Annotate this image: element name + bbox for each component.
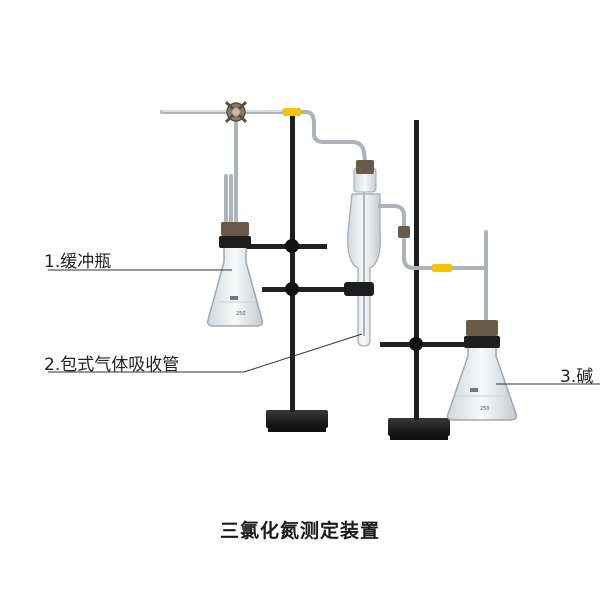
- label-absorber-tube: 2.包式气体吸收管: [44, 355, 180, 375]
- clamp-bar-upper: [235, 244, 327, 249]
- clamp-bar-right: [380, 342, 490, 347]
- leader-line-2-diag: [243, 333, 363, 373]
- absorber-tube: [344, 160, 410, 347]
- label-alkali: 3.碱: [560, 367, 594, 387]
- alkali-flask: 250: [446, 320, 518, 421]
- stand-right-base: [388, 418, 450, 436]
- label-buffer-bottle: 1.缓冲瓶: [44, 252, 112, 272]
- svg-text:250: 250: [236, 311, 246, 317]
- diagram-caption: 三氯化氮测定装置: [219, 520, 380, 542]
- yellow-connector-right: [432, 264, 452, 272]
- stand-left-base: [266, 410, 328, 428]
- stand-left: [235, 112, 362, 432]
- buffer-flask: 250: [206, 222, 264, 327]
- stopcock: [224, 100, 248, 124]
- stand-left-rod: [290, 112, 295, 412]
- glass-tubing: [160, 110, 368, 232]
- leader-lines: [48, 269, 600, 385]
- yellow-connector-top: [283, 108, 301, 116]
- svg-text:250: 250: [480, 406, 490, 412]
- clamp-bar-lower: [262, 287, 362, 292]
